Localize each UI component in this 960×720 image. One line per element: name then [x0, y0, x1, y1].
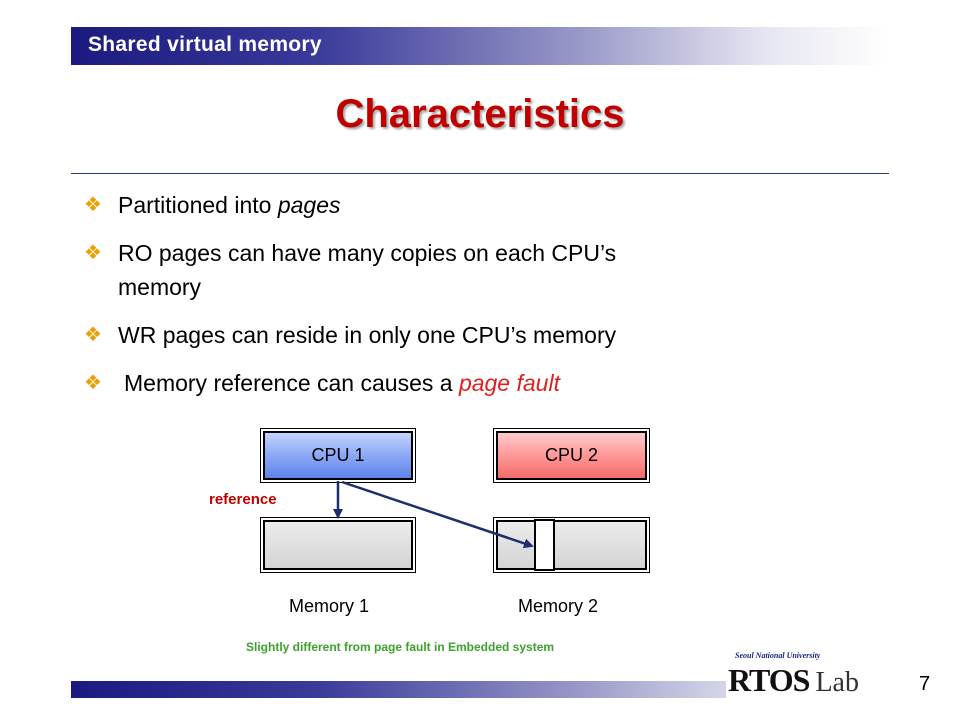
page-number: 7 [919, 673, 931, 695]
cpu-1-box: CPU 1 [260, 428, 416, 483]
diamond-bullet-icon: ❖ [84, 242, 102, 264]
memory-1-label: Memory 1 [289, 596, 370, 616]
diamond-bullet-icon: ❖ [84, 324, 102, 346]
slide-title: Characteristics [335, 92, 625, 136]
memory-2-page-slot [534, 519, 555, 571]
title-divider [71, 173, 889, 174]
memory-2-label: Memory 2 [518, 596, 599, 616]
diamond-bullet-icon: ❖ [84, 372, 102, 394]
header-bar [71, 27, 889, 65]
footer-bar [71, 681, 889, 698]
memory-2-box [493, 517, 650, 573]
lab-logo [726, 642, 886, 700]
section-title: Shared virtual memory [88, 33, 322, 56]
footnote: Slightly different from page fault in Em… [246, 640, 555, 654]
reference-label: reference [209, 491, 277, 508]
logo-subtitle: Seoul National University [735, 651, 821, 660]
diamond-bullet-icon: ❖ [84, 194, 102, 216]
cpu-2-box: CPU 2 [493, 428, 650, 483]
reference-arrow-remote [341, 480, 534, 549]
memory-1-box [260, 517, 416, 573]
